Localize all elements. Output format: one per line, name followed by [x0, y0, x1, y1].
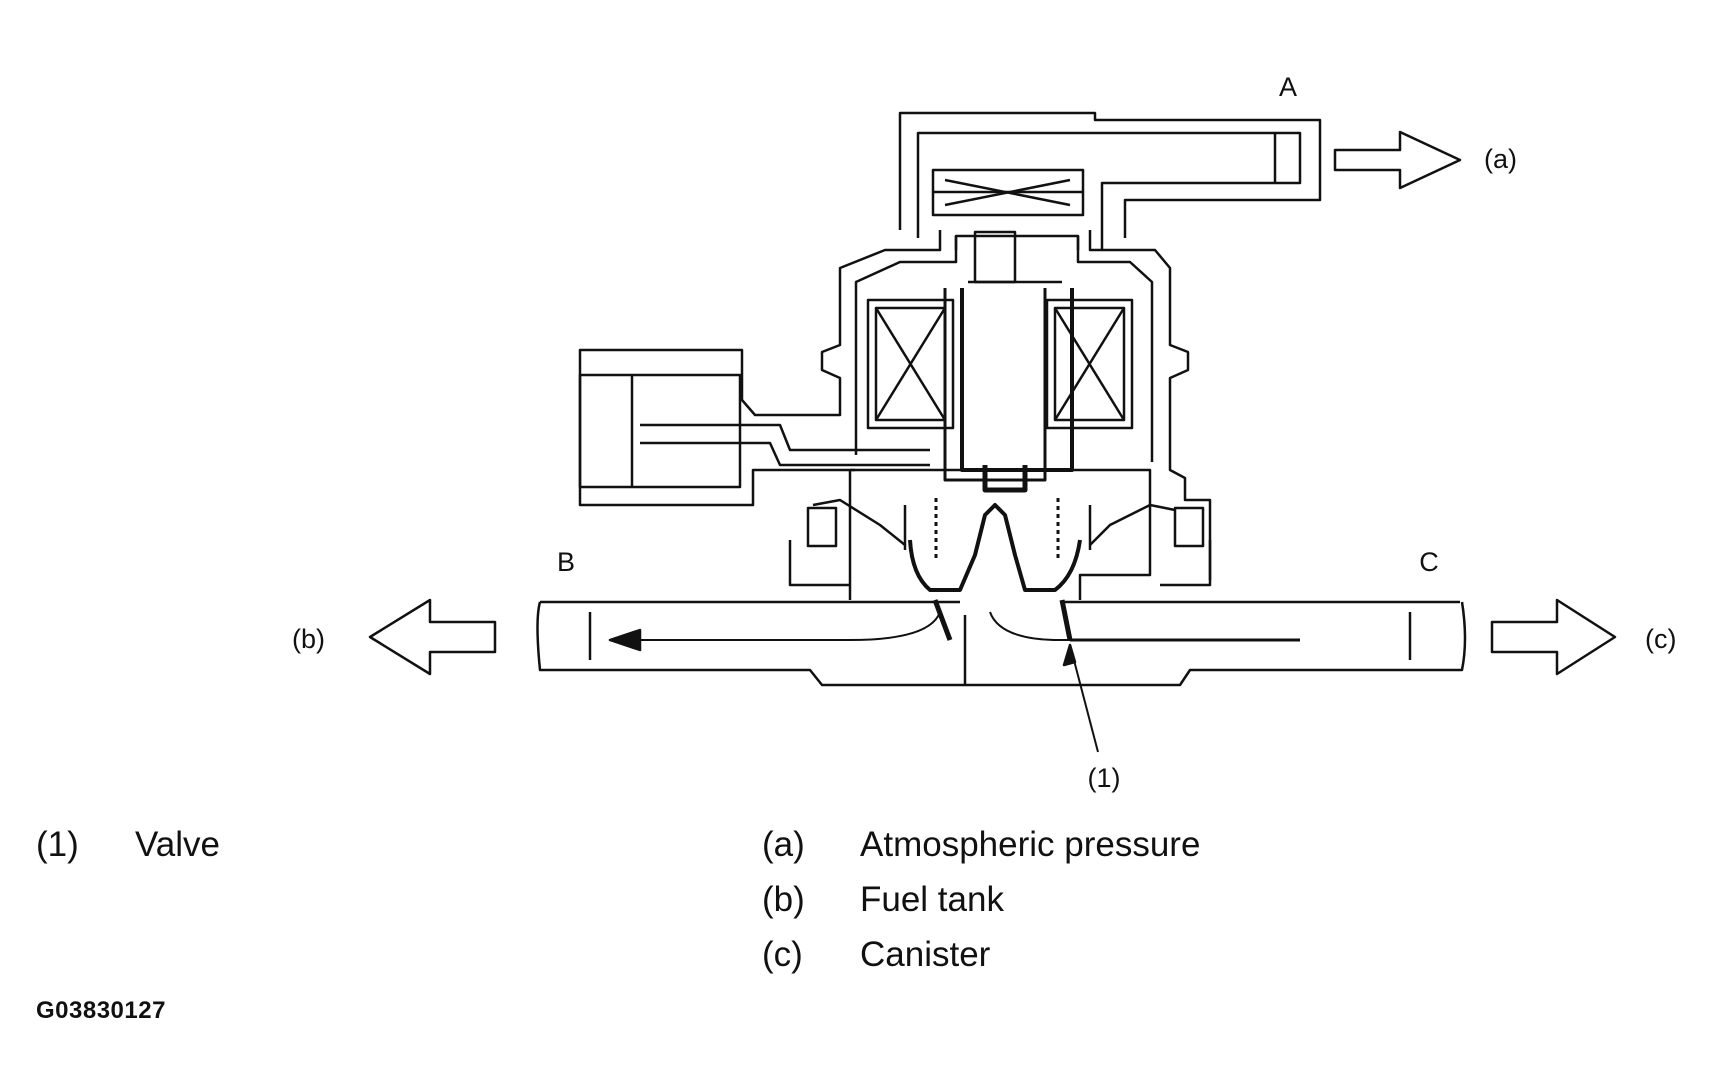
legend-text-fuel-tank: Fuel tank — [860, 880, 1004, 919]
solenoid-housing — [578, 230, 1212, 580]
flow-arrow-c — [1490, 598, 1617, 676]
flow-arrow-a — [1333, 130, 1462, 190]
flow-arrowhead-b — [608, 628, 642, 652]
flow-arrow-b — [368, 598, 497, 676]
port-label-c: C — [1419, 547, 1439, 577]
lower-tube — [536, 600, 1467, 687]
legend-num-c: (c) — [762, 935, 803, 974]
port-label-a: A — [1279, 72, 1297, 102]
upper-port-body — [898, 111, 1322, 250]
coil-right — [1045, 298, 1134, 430]
port-label-b: B — [557, 547, 575, 577]
figure-id: G03830127 — [36, 997, 166, 1024]
callout-leader-1-head — [1062, 643, 1077, 667]
legend-num-b: (b) — [762, 880, 805, 919]
legend-text-valve: Valve — [135, 825, 220, 864]
coil-left — [866, 298, 955, 430]
legend-text-atmospheric: Atmospheric pressure — [860, 825, 1201, 864]
flow-label-c: (c) — [1645, 624, 1676, 654]
legend-num-a: (a) — [762, 825, 805, 864]
callout-label-1: (1) — [1088, 763, 1121, 793]
legend-text-canister: Canister — [860, 935, 991, 974]
legend-num-1: (1) — [36, 825, 79, 864]
plunger — [943, 230, 1080, 493]
valve-chamber — [788, 468, 1212, 641]
flow-label-b: (b) — [292, 624, 325, 654]
flow-label-a: (a) — [1484, 144, 1517, 174]
